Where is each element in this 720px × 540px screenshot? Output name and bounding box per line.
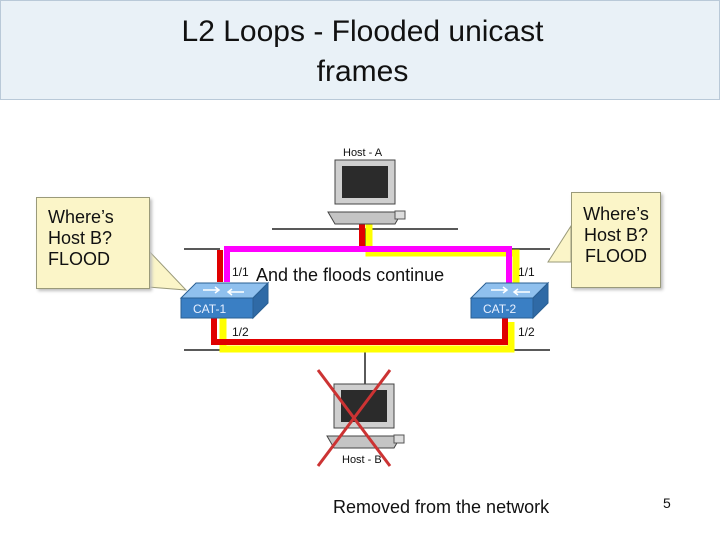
callout-left-line-3: FLOOD <box>48 249 111 269</box>
port-cat1-top: 1/1 <box>232 265 249 279</box>
slide-title: L2 Loops - Flooded unicast frames <box>110 12 615 92</box>
port-cat2-top: 1/1 <box>518 265 535 279</box>
removed-note: Removed from the network <box>333 497 550 517</box>
flood-path-red-bottom <box>211 316 508 345</box>
switch-cat1-icon <box>179 281 270 320</box>
floods-continue-note: And the floods continue <box>256 265 445 285</box>
flood-path-yellow-top <box>365 218 520 291</box>
host-a-label: Host - A <box>343 147 383 159</box>
callout-right: Where’s Host B? FLOOD <box>571 192 661 288</box>
host-b-label: Host - B <box>342 454 382 466</box>
switch-cat1-label: CAT-1 <box>193 302 226 316</box>
callout-right-line-1: Where’s <box>583 204 649 224</box>
callout-right-line-2: Host B? <box>583 225 649 245</box>
port-cat1-bottom: 1/2 <box>232 325 249 339</box>
callout-right-line-3: FLOOD <box>584 246 647 266</box>
switch-cat2-label: CAT-2 <box>483 302 516 316</box>
callout-left-pointer <box>147 248 188 291</box>
flood-path-yellow-bottom <box>219 318 515 353</box>
host-a-computer-icon <box>327 159 406 225</box>
port-cat2-bottom: 1/2 <box>518 325 535 339</box>
callout-left-line-1: Where’s <box>48 207 114 227</box>
callout-right-pointer <box>547 224 572 263</box>
callout-left: Where’s Host B? FLOOD <box>36 197 150 289</box>
title-line-1: L2 Loops - Flooded unicast <box>181 15 544 48</box>
switch-cat2-icon <box>469 281 550 320</box>
title-bar <box>0 0 720 100</box>
page-number: 5 <box>663 495 671 511</box>
title-line-2: frames <box>316 55 409 88</box>
flood-path-magenta <box>224 246 512 290</box>
removed-cross-line-2 <box>316 369 392 467</box>
callout-left-line-2: Host B? <box>48 228 113 248</box>
